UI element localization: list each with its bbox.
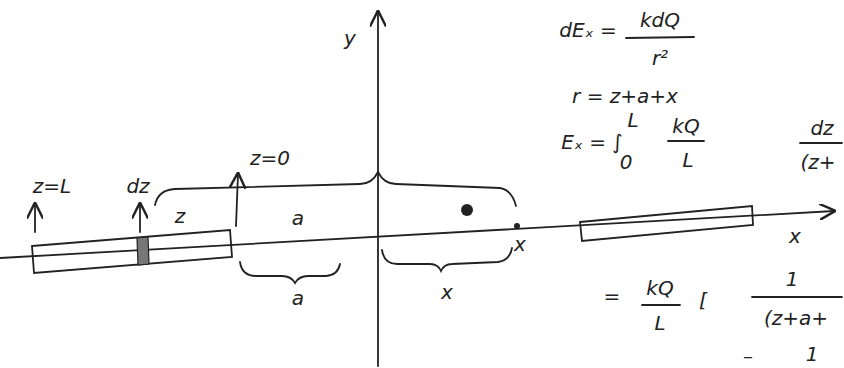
fraction-bar — [626, 37, 694, 38]
fraction-bar — [800, 142, 842, 144]
brace — [382, 248, 512, 271]
brace — [240, 262, 340, 283]
pointer-arrow — [236, 174, 238, 226]
equation: 1 — [785, 269, 800, 289]
charge-element — [137, 237, 149, 265]
integral-limit: 0 — [619, 152, 634, 172]
position-label: z=L — [32, 176, 72, 196]
equation: – — [742, 346, 754, 366]
equation: kQ — [645, 278, 674, 298]
distance-label: x — [440, 282, 454, 302]
equation: (z+ — [799, 152, 836, 172]
pointer-arrow — [139, 204, 141, 232]
right-rod — [580, 206, 753, 241]
point-label: x — [513, 234, 527, 254]
equation: Eₓ = ∫ — [560, 132, 623, 152]
equation: [ — [698, 290, 708, 310]
charge-point — [461, 204, 473, 216]
equation: dEₓ = — [558, 20, 617, 40]
position-label: z=0 — [249, 148, 291, 168]
fraction-bar — [642, 304, 680, 306]
field-point — [514, 223, 520, 229]
fraction-bar — [752, 296, 842, 298]
x-axis — [0, 211, 834, 258]
equation: L — [653, 313, 666, 333]
distance-label: z — [174, 206, 187, 226]
equation: = — [603, 286, 622, 306]
distance-label: a — [291, 288, 305, 308]
equation: L — [681, 150, 694, 170]
equation: (z+a+ — [763, 308, 829, 328]
equation: r = z+a+x — [571, 86, 679, 106]
equation: 1 — [805, 344, 820, 364]
integral-limit: L — [626, 110, 639, 130]
axis-label: x — [788, 226, 802, 246]
axis-label: y — [343, 28, 357, 48]
fraction-bar — [668, 140, 704, 142]
equation: kQ — [671, 116, 700, 136]
left-rod — [32, 230, 232, 273]
y-axis — [377, 12, 379, 366]
equation: r² — [651, 48, 669, 68]
equation: kdQ — [639, 10, 681, 30]
element-label: dz — [125, 176, 150, 196]
brace — [155, 172, 516, 206]
pointer-arrow — [34, 204, 36, 232]
distance-label: a — [291, 208, 305, 228]
equation: dz — [809, 118, 834, 138]
